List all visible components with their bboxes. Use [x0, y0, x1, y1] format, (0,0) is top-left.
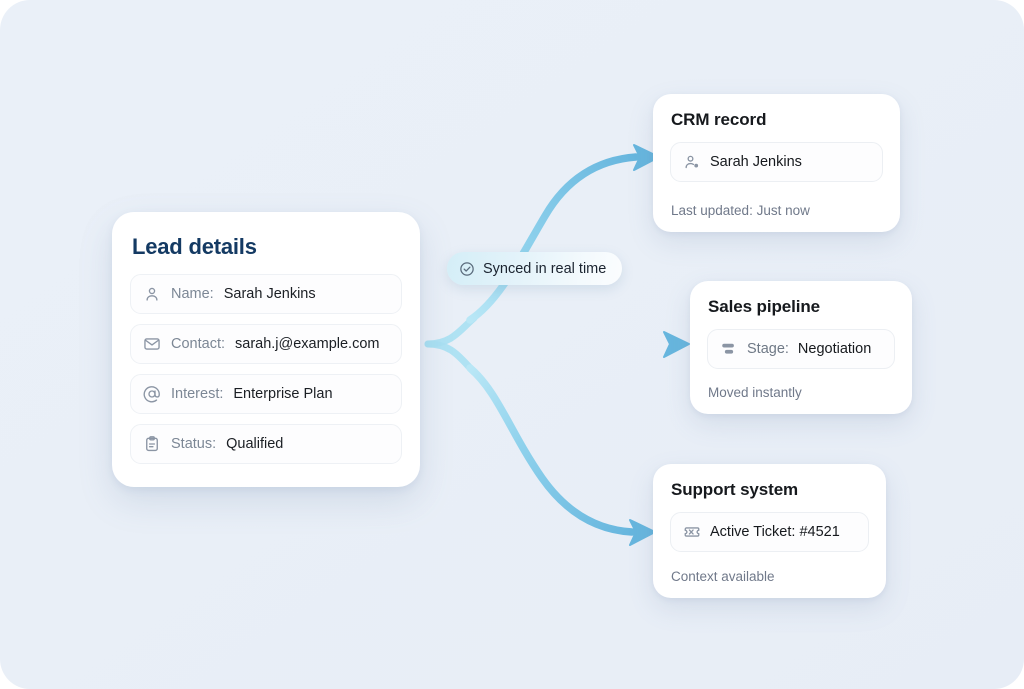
lead-details-card: Lead details Name: Sarah Jenkins	[112, 212, 420, 487]
sales-pipeline-chip-value: Negotiation	[797, 341, 872, 357]
lead-row-value: Enterprise Plan	[233, 386, 333, 402]
at-sign-icon	[143, 385, 161, 403]
support-system-chip[interactable]: Active Ticket: #4521	[670, 512, 869, 552]
connector-trunk	[419, 314, 479, 376]
lead-row-status[interactable]: Status: Qualified	[130, 424, 402, 464]
sales-pipeline-chip[interactable]: Stage: Negotiation	[707, 329, 895, 369]
connector-to-pipeline	[466, 331, 690, 358]
clipboard-icon	[143, 435, 161, 453]
lead-row-name[interactable]: Name: Sarah Jenkins	[130, 274, 402, 314]
sales-pipeline-chip-label: Stage:	[747, 341, 789, 357]
lead-row-label: Name:	[171, 286, 214, 302]
lead-row-value: sarah.j@example.com	[235, 336, 380, 352]
lead-field-list: Name: Sarah Jenkins Contact: sarah.j@exa…	[130, 274, 402, 474]
lead-row-label: Contact:	[171, 336, 225, 352]
sales-pipeline-footer: Moved instantly	[708, 385, 802, 400]
support-system-value: Active Ticket: #4521	[710, 524, 840, 540]
status-badge-label: Synced in real time	[483, 260, 607, 277]
lead-row-label: Interest:	[171, 386, 224, 402]
person-icon	[143, 285, 161, 303]
support-system-title: Support system	[671, 480, 799, 499]
sales-pipeline-title: Sales pipeline	[708, 297, 820, 316]
lead-row-contact[interactable]: Contact: sarah.j@example.com	[130, 324, 402, 364]
connector-to-support	[466, 364, 656, 546]
sales-pipeline-card: Sales pipeline Stage: Negotiation Moved …	[690, 281, 912, 414]
support-system-footer: Context available	[671, 569, 775, 584]
crm-record-value: Sarah Jenkins	[710, 154, 802, 170]
crm-record-chip[interactable]: Sarah Jenkins	[670, 142, 883, 182]
ticket-icon	[683, 523, 701, 541]
crm-record-title: CRM record	[671, 110, 767, 129]
crm-record-footer: Last updated: Just now	[671, 203, 810, 218]
lead-row-interest[interactable]: Interest: Enterprise Plan	[130, 374, 402, 414]
page-title: Lead details	[132, 234, 257, 259]
lead-row-value: Qualified	[226, 436, 284, 452]
support-system-card: Support system Active Ticket: #4521 Cont…	[653, 464, 886, 598]
envelope-icon	[143, 335, 161, 353]
user-check-icon	[683, 153, 701, 171]
pipeline-stage-icon	[720, 340, 738, 358]
status-badge: Synced in real time	[447, 252, 623, 285]
connector-to-crm	[466, 144, 660, 324]
check-circle-icon	[459, 261, 475, 277]
crm-record-card: CRM record Sarah Jenkins Last updated: J…	[653, 94, 900, 232]
lead-row-label: Status:	[171, 436, 217, 452]
lead-row-value: Sarah Jenkins	[223, 286, 316, 302]
